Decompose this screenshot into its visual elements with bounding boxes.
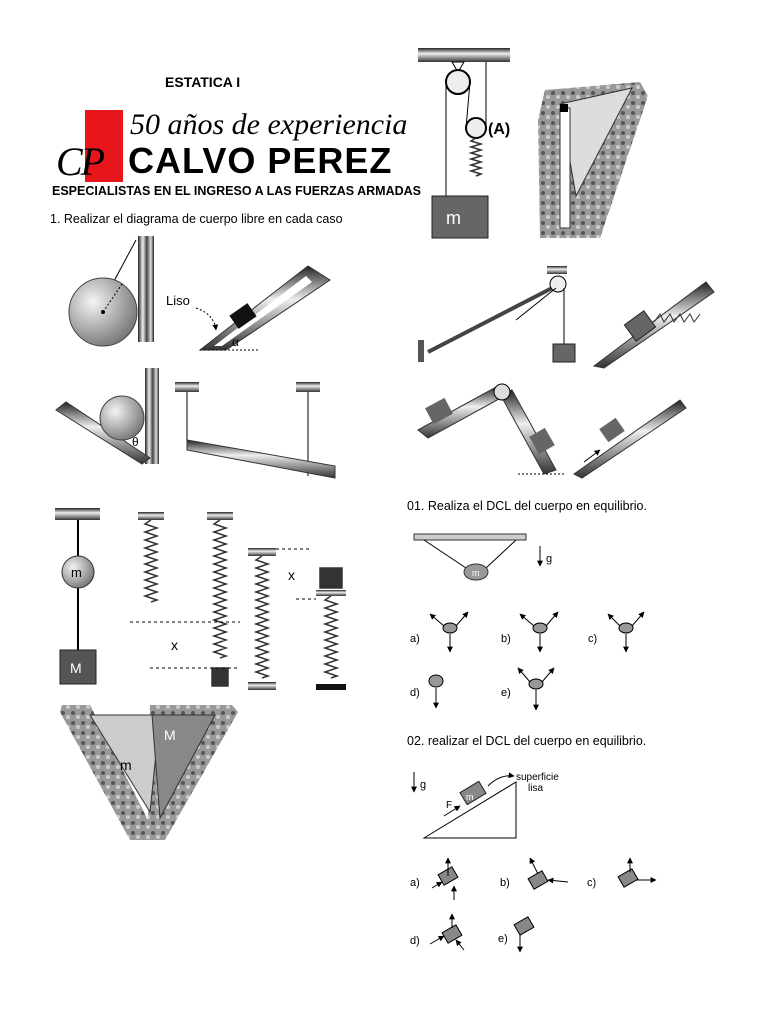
- svg-text:c): c): [587, 877, 596, 889]
- figure-pulley-spring: m (A): [418, 48, 510, 239]
- svg-text:α: α: [232, 335, 239, 349]
- logo-subtitle: ESPECIALISTAS EN EL INGRESO A LAS FUERZA…: [52, 184, 422, 198]
- svg-text:d): d): [410, 687, 420, 699]
- svg-text:e): e): [501, 687, 511, 699]
- figure-two-masses: m M: [55, 508, 100, 685]
- svg-text:M: M: [70, 660, 82, 676]
- exercise1-prompt: 1. Realizar el diagrama de cuerpo libre …: [50, 212, 343, 226]
- q02-prompt: 02. realizar el DCL del cuerpo en equili…: [407, 734, 647, 748]
- q02-figure: g m F superficie lisa: [411, 772, 559, 839]
- svg-text:m: m: [472, 568, 480, 578]
- q01-prompt: 01. Realiza el DCL del cuerpo en equilib…: [407, 499, 647, 513]
- svg-text:b): b): [500, 877, 510, 889]
- svg-text:θ: θ: [132, 435, 139, 449]
- svg-text:m: m: [71, 565, 82, 580]
- svg-text:x: x: [288, 567, 295, 583]
- q02-options: [429, 857, 657, 953]
- svg-text:(A): (A): [488, 121, 510, 138]
- figure-sphere-wall: [68, 236, 154, 347]
- svg-text:c): c): [588, 633, 597, 645]
- page-title: ESTATICA I: [165, 74, 241, 90]
- label-smooth: Liso: [166, 293, 190, 308]
- figure-rock-wedge: [538, 82, 648, 238]
- figure-friction-incline: [573, 399, 687, 479]
- svg-text:d): d): [410, 935, 420, 947]
- svg-text:m: m: [466, 792, 474, 802]
- svg-text:a): a): [410, 877, 420, 889]
- svg-text:e): e): [498, 933, 508, 945]
- svg-text:b): b): [501, 633, 511, 645]
- svg-text:g: g: [420, 779, 426, 791]
- figure-boom-pulley: [418, 266, 576, 363]
- logo-name: CALVO PEREZ: [128, 140, 393, 181]
- figure-double-incline: [417, 383, 566, 475]
- figure-sphere-incline: θ: [55, 368, 159, 465]
- figure-block-incline: Liso α: [166, 265, 331, 351]
- svg-text:g: g: [546, 553, 552, 565]
- logo-red-box: [85, 110, 123, 182]
- svg-text:m: m: [120, 757, 132, 773]
- svg-text:m: m: [446, 208, 461, 228]
- spring-dimensions: [130, 548, 316, 669]
- svg-text:M: M: [164, 727, 176, 743]
- figure-springs: [138, 512, 346, 690]
- figure-hanging-bar: [175, 382, 336, 479]
- figure-spring-incline: [592, 281, 715, 369]
- svg-text:lisa: lisa: [528, 783, 543, 794]
- svg-text:F: F: [446, 800, 452, 811]
- svg-text:superficie: superficie: [516, 772, 559, 783]
- svg-text:x: x: [171, 637, 178, 653]
- figure-wedges: m M: [60, 705, 238, 840]
- q01-options: [428, 611, 645, 711]
- logo-tagline: 50 años de experiencia: [130, 108, 408, 141]
- svg-text:a): a): [410, 633, 420, 645]
- q01-figure: m g: [413, 533, 552, 581]
- logo-initials: CP: [56, 139, 105, 184]
